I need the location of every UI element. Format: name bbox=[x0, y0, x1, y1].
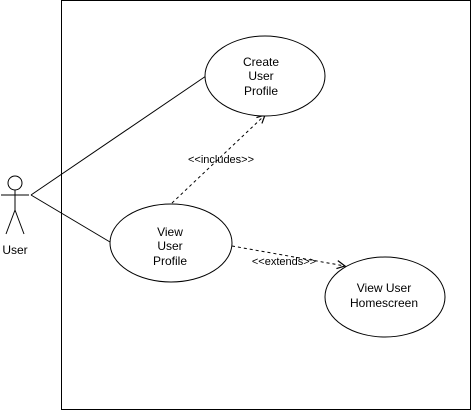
use-case-view-user-homescreen: View User Homescreen bbox=[324, 256, 446, 338]
actor-user: User bbox=[1, 175, 29, 257]
actor-label: User bbox=[2, 243, 27, 257]
use-case-ellipse bbox=[109, 203, 233, 283]
use-case-view-user-profile: View User Profile bbox=[109, 203, 233, 283]
use-case-label-line: View bbox=[157, 225, 183, 239]
use-case-label-line: Create bbox=[243, 55, 279, 69]
use-case-label-line: Profile bbox=[244, 84, 278, 98]
use-case-label-line: View User bbox=[357, 281, 411, 295]
use-case-create-user-profile: Create User Profile bbox=[204, 35, 326, 117]
use-case-ellipse bbox=[324, 256, 446, 338]
use-case-label-line: Homescreen bbox=[350, 296, 418, 310]
actor-right-leg bbox=[14, 209, 25, 235]
actor-left-leg bbox=[5, 209, 16, 235]
association-create-profile bbox=[30, 75, 207, 196]
includes-label: <<includes>> bbox=[188, 154, 254, 166]
use-case-label-line: User bbox=[248, 69, 273, 83]
use-case-ellipse bbox=[204, 35, 326, 117]
extends-arrow bbox=[231, 245, 347, 270]
use-case-label-line: Profile bbox=[153, 254, 187, 268]
use-case-label-line: User bbox=[157, 239, 182, 253]
extends-label: <<extends>> bbox=[252, 256, 316, 268]
association-view-profile bbox=[30, 194, 111, 243]
actor-head bbox=[7, 175, 23, 191]
